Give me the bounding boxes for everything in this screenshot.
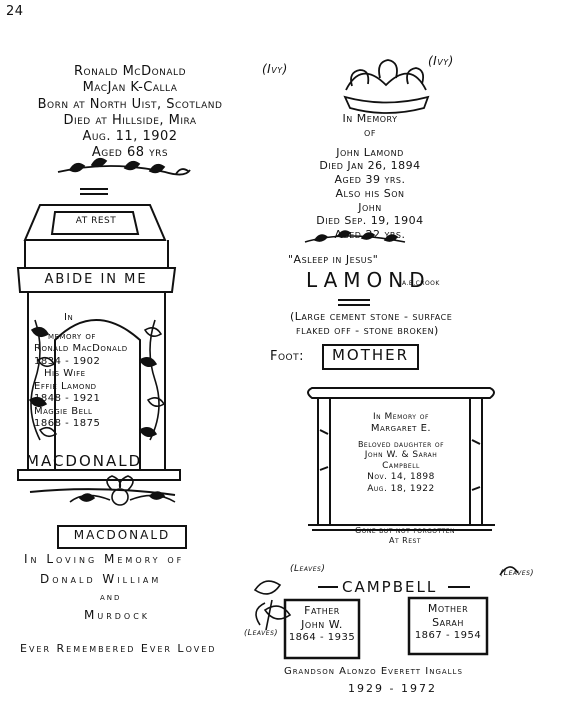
stone1-line: Ronald McDonald [73,64,186,79]
inscription-line: In [64,312,74,323]
stone2-line: of [364,125,376,139]
loving-memory-name-2: Murdock [84,608,151,622]
stone2-note-line: flaked off - stone broken) [296,323,439,337]
book-text: AT REST [75,216,117,226]
father-line: John W. [301,617,343,631]
stone2-carver: A.E.CROOK [402,280,440,287]
stone2-line: In Memory [342,112,398,125]
inscription-line: Ronald MacDonald [34,343,128,354]
campbell-motto-line: At Rest [388,536,421,545]
campbell-line: John W. & Sarah [364,449,438,460]
separator-lines-2 [338,299,370,306]
leaves-label-1: (Leaves) [290,564,326,574]
stone1-line: Aged 68 yrs [91,145,169,161]
campbell-leaves [253,566,519,631]
campbell-line: Nov. 14, 1898 [367,472,435,483]
stone1-line: MacJan K-Calla [82,80,178,96]
separator-lines-1 [80,188,108,195]
mother-line: Sarah [432,615,464,629]
stone2-line: Aged 39 yrs. [334,173,406,186]
stone2-line: John [358,200,382,214]
campbell-line: Beloved daughter of [357,439,445,449]
loving-memory-and: and [100,592,122,603]
footstone-frame [322,344,419,370]
vine-ornament-1 [57,157,191,176]
father-plaque-frame [283,598,361,660]
inscription-line: memory of [48,330,96,342]
stone2-line: Also his Son [335,186,405,200]
stone1-line: Died at Hillside, Mira [63,112,197,128]
father-plaque: Father John W. 1864 - 1935 [285,604,359,644]
ivy-annotation-left: (Ivy) [262,62,288,76]
log-frame-stone [307,387,495,531]
stone1-line: Aug. 11, 1902 [82,129,178,144]
leaves-label-2: (Leaves) [244,628,278,637]
campbell-motto-line: Gone but not forgotten [354,526,456,535]
stone2-note-line: (Large cement stone - surface [290,310,453,323]
stone2-header: In Memory of John Lamond Died Jan 26, 18… [290,112,450,242]
stone2-note: (Large cement stone - surface flaked off… [290,310,452,338]
vine-ornament-2 [304,230,406,243]
father-line: Father [304,604,340,617]
crown-ornament [343,59,430,114]
grandson-years: 1929 - 1972 [348,682,437,695]
monument-inscription: In memory of Ronald MacDonald 1834 - 190… [34,312,174,431]
inscription-line: Maggie Bell [34,405,93,417]
monument-surname: MACDONALD [26,452,143,470]
campbell-surname: CAMPBELL [342,578,438,596]
campbell-line: Margaret E. [370,423,432,435]
stone2-epitaph: "Asleep in Jesus" [288,253,379,266]
banner-text: ABIDE IN ME [44,272,148,287]
footstone-text: MOTHER [331,346,410,364]
footstone-label: Foot: [270,349,305,364]
campbell-stone-inscription: In Memory of Margaret E. Beloved daughte… [332,412,470,495]
stone1-line: Born at North Uist, Scotland [37,96,223,112]
loving-memory-title: In Loving Memory of [24,552,185,566]
campbell-motto: Gone but not forgotten At Rest [330,526,480,546]
flower-ornament [69,475,176,506]
stone2-surname: LAMOND [306,268,431,292]
mother-line: Mother [427,602,469,615]
mother-plaque: Mother Sarah 1867 - 1954 [409,602,487,642]
stone2-line: John Lamond [336,145,404,159]
stone2-line: Aged 22 yrs. [334,228,406,241]
inscription-line: 1848 - 1921 [34,393,101,404]
base-plaque-text: MACDONALD [73,528,171,542]
ivy-annotation-right: (Ivy) [428,54,454,68]
stone2-line: Died Sep. 19, 1904 [316,214,424,228]
base-plaque-frame [57,525,187,549]
mother-plaque-frame [407,596,489,656]
stone2-line: Died Jan 26, 1894 [319,159,421,173]
leaves-label-3: (Leaves) [500,568,534,577]
inscription-line: 1834 - 1902 [34,355,101,367]
campbell-line: Campbell [382,461,420,471]
loving-memory-name: Donald William [40,572,162,586]
inscription-line: Effie Lamond [34,380,97,392]
inscription-line: His Wife [44,368,86,379]
grandson-text: Grandson Alonzo Everett Ingalls [284,666,463,677]
inscription-line: 1868 - 1875 [34,418,101,429]
monument-vines [28,319,166,441]
page-number: 24 [6,4,24,19]
father-line: 1864 - 1935 [288,631,356,643]
stone1-header: Ronald McDonald MacJan K-Calla Born at N… [10,64,250,162]
mother-line: 1867 - 1954 [414,629,482,641]
campbell-line: In Memory of [373,412,429,422]
campbell-line: Aug. 18, 1922 [367,483,435,494]
loving-memory-footer: Ever Remembered Ever Loved [20,642,217,655]
